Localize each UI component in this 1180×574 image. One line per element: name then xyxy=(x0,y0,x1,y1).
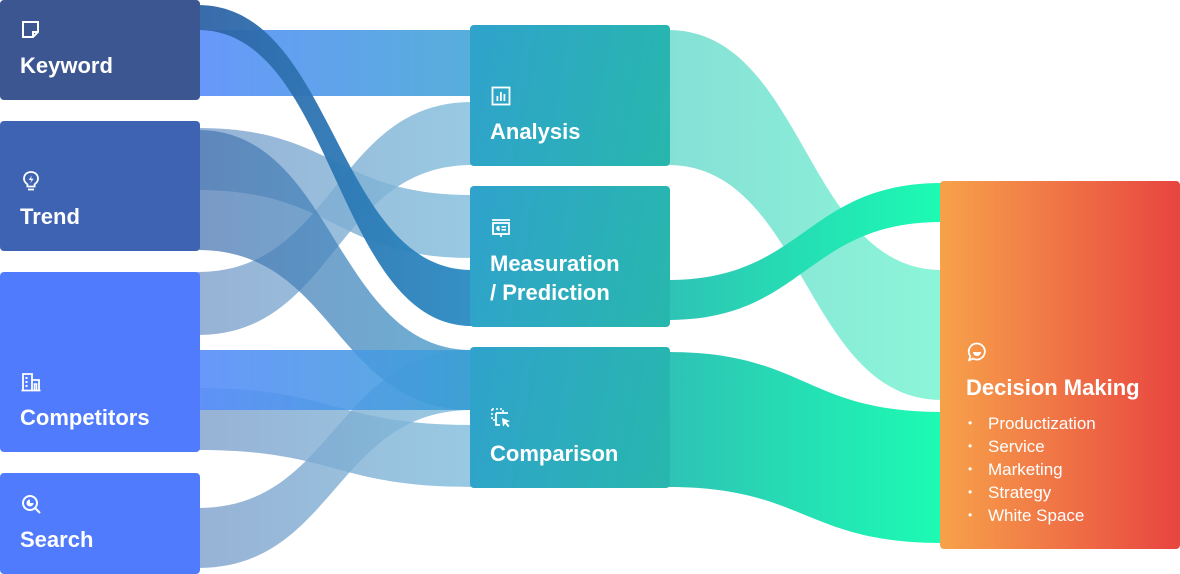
building-icon xyxy=(21,373,41,392)
node-label: Trend xyxy=(20,204,80,229)
chat-bubble-smile-icon xyxy=(967,342,986,362)
flow-measuration-to-decision xyxy=(668,183,942,320)
selection-cursor-icon xyxy=(491,408,510,428)
bar-chart-icon xyxy=(491,86,511,106)
search-icon xyxy=(22,495,41,514)
node-measuration-prediction[interactable]: Measuration / Prediction xyxy=(470,186,670,327)
node-label: Keyword xyxy=(20,53,113,78)
sticky-note-icon xyxy=(22,21,39,38)
decision-item: Service xyxy=(966,435,1170,458)
node-label: Decision Making xyxy=(966,375,1140,400)
flow-comparison-to-decision xyxy=(668,352,942,543)
node-keyword[interactable]: Keyword xyxy=(0,0,200,100)
node-comparison[interactable]: Comparison xyxy=(470,347,670,488)
node-label: Comparison xyxy=(490,441,619,466)
decision-item: Marketing xyxy=(966,458,1170,481)
node-label-line-1: Measuration xyxy=(490,251,620,276)
node-search[interactable]: Search xyxy=(0,473,200,574)
node-trend[interactable]: Trend xyxy=(0,121,200,251)
decision-item: Strategy xyxy=(966,481,1170,504)
decision-item: White Space xyxy=(966,504,1170,527)
flow-trend-to-comparison xyxy=(198,130,472,410)
lightbulb-icon xyxy=(23,171,39,191)
decision-item: Productization xyxy=(966,412,1170,435)
decision-items-list: Productization Service Marketing Strateg… xyxy=(966,412,1170,527)
flow-competitors-to-comparison xyxy=(198,388,472,487)
flow-competitors-to-measuration xyxy=(198,350,472,410)
flow-keyword-to-measuration xyxy=(198,5,472,326)
node-label-line-2: / Prediction xyxy=(490,280,610,305)
node-label: Search xyxy=(20,527,94,552)
node-competitors[interactable]: Competitors xyxy=(0,272,200,452)
presentation-board-icon xyxy=(492,219,510,237)
node-label: Analysis xyxy=(490,119,581,144)
node-analysis[interactable]: Analysis xyxy=(470,25,670,166)
node-decision-making[interactable]: Decision Making Productization Service M… xyxy=(940,181,1180,549)
node-label: Competitors xyxy=(20,405,150,430)
flow-analysis-to-decision xyxy=(668,30,942,400)
